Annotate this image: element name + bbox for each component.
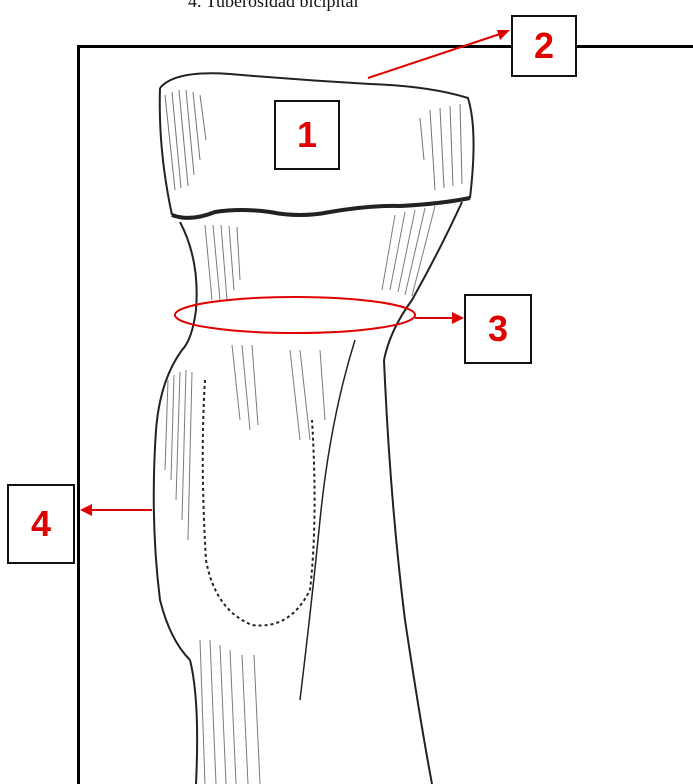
label-3-text: 3: [488, 311, 508, 347]
radial-neck-and-shaft: [154, 202, 462, 784]
label-3-box: 3: [464, 294, 532, 364]
label-2-text: 2: [534, 28, 554, 64]
label-4-box: 4: [7, 484, 75, 564]
label-4-text: 4: [31, 506, 51, 542]
label-1-text: 1: [297, 117, 317, 153]
arrowhead-2: [497, 30, 510, 40]
label-1-box: 1: [274, 100, 340, 170]
arrowhead-4: [80, 504, 92, 516]
arrow-to-label-2: [368, 32, 506, 78]
arrowhead-3: [452, 312, 464, 324]
neck-ellipse: [175, 297, 415, 333]
label-2-box: 2: [511, 15, 577, 77]
